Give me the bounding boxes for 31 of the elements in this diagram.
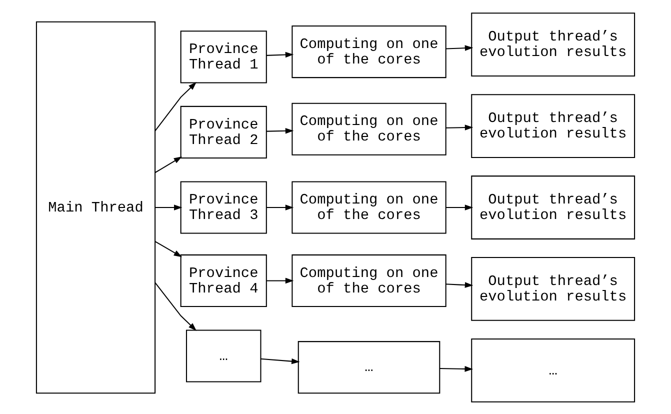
node-box: Province Thread 3 bbox=[180, 180, 267, 234]
arrow bbox=[446, 282, 474, 288]
arrow bbox=[446, 124, 474, 130]
arrow bbox=[155, 156, 182, 172]
node-box: Main Thread bbox=[36, 20, 156, 394]
arrow bbox=[446, 44, 474, 50]
arrow bbox=[440, 366, 474, 372]
arrow bbox=[266, 204, 294, 210]
node-box: Output thread’s evolution results bbox=[471, 175, 636, 239]
arrow bbox=[260, 358, 300, 364]
node-box: Province Thread 4 bbox=[180, 254, 267, 306]
node-box: Computing on one of the cores bbox=[292, 102, 446, 155]
node-box: … bbox=[471, 338, 636, 402]
node-box: Output thread’s evolution results bbox=[471, 12, 636, 76]
arrow bbox=[155, 240, 182, 257]
node-box: Computing on one of the cores bbox=[292, 254, 446, 306]
node-box: … bbox=[186, 329, 262, 382]
arrow bbox=[266, 277, 294, 284]
node-box: Computing on one of the cores bbox=[292, 25, 446, 78]
node-box: Province Thread 1 bbox=[180, 30, 267, 83]
node-box: … bbox=[298, 340, 440, 394]
node-box: Output thread’s evolution results bbox=[471, 94, 636, 158]
arrow bbox=[155, 204, 182, 210]
arrow bbox=[266, 128, 294, 134]
node-box: Province Thread 2 bbox=[180, 105, 267, 158]
node-box: Output thread’s evolution results bbox=[471, 256, 636, 320]
arrow bbox=[266, 51, 294, 58]
node-box: Computing on one of the cores bbox=[292, 180, 446, 234]
arrow bbox=[446, 204, 474, 210]
arrow bbox=[154, 282, 197, 330]
arrow bbox=[154, 82, 197, 131]
